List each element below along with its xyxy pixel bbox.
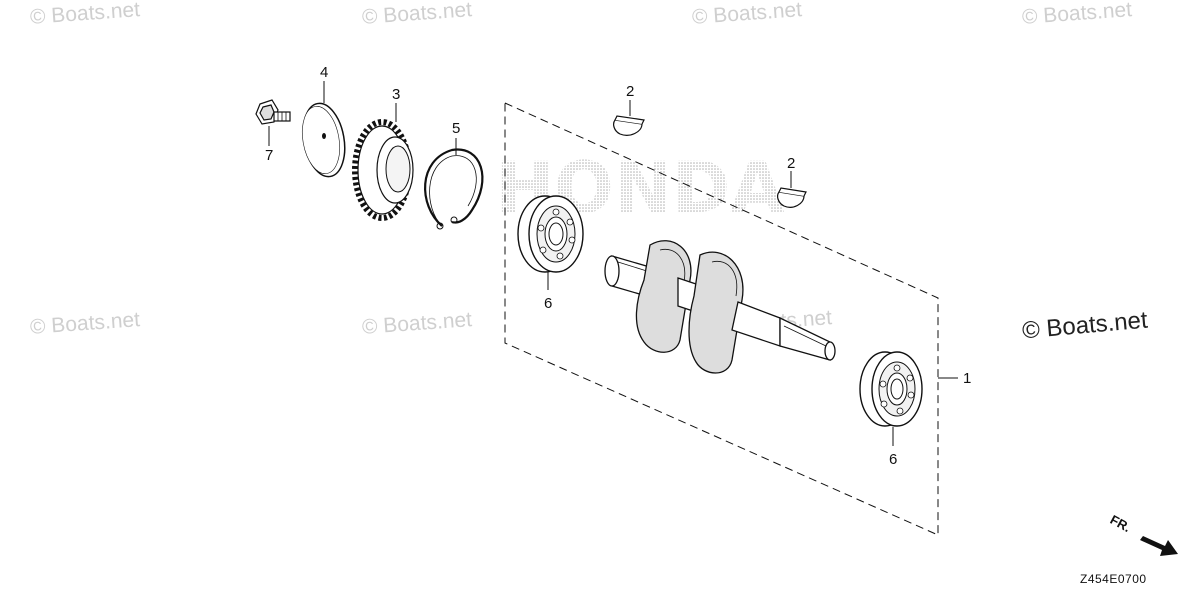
callout-6: 6 bbox=[544, 295, 553, 312]
flange-bolt bbox=[255, 99, 291, 125]
crankshaft bbox=[604, 240, 836, 374]
callout-2: 2 bbox=[626, 83, 635, 100]
diagram-code: Z454E0700 bbox=[1080, 572, 1147, 586]
assembly-boundary bbox=[504, 102, 939, 536]
callout-5: 5 bbox=[452, 120, 461, 137]
front-direction-arrow bbox=[1140, 536, 1178, 556]
callout-4: 4 bbox=[320, 64, 329, 81]
circlip bbox=[423, 148, 484, 230]
washer-plate bbox=[302, 102, 346, 178]
callout-2: 2 bbox=[787, 155, 796, 172]
callout-3: 3 bbox=[392, 86, 401, 103]
callout-7: 7 bbox=[265, 147, 274, 164]
woodruff-key bbox=[613, 115, 645, 136]
woodruff-key bbox=[777, 187, 807, 208]
ball-bearing bbox=[517, 195, 584, 273]
crankshaft-gear bbox=[352, 119, 414, 221]
callout-6: 6 bbox=[889, 451, 898, 468]
ball-bearing bbox=[859, 351, 923, 427]
callout-1: 1 bbox=[963, 370, 972, 387]
